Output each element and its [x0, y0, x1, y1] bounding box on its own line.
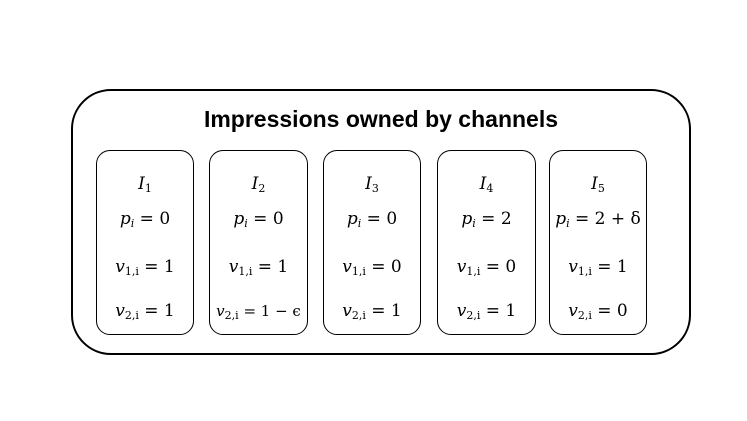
- impression-label: I2: [251, 174, 266, 195]
- impression-label: I1: [138, 174, 152, 195]
- value-channel-2-row: v2,i = 1: [456, 301, 517, 322]
- value-channel-1-row: v1,i = 0: [342, 257, 402, 278]
- channels-container: [71, 89, 691, 355]
- diagram-title: Impressions owned by channels: [203, 106, 559, 132]
- price-row: pi = 2: [461, 209, 512, 230]
- impression-label: I4: [479, 174, 494, 195]
- price-row: pi = 2 + δ: [555, 209, 641, 230]
- value-channel-1-row: v1,i = 1: [115, 257, 175, 278]
- value-channel-2-row: v2,i = 0: [568, 301, 628, 322]
- value-channel-2-row: v2,i = 1: [342, 301, 402, 322]
- impression-card-5: I5 pi = 2 + δ v1,i = 1 v2,i = 0: [549, 150, 647, 335]
- value-channel-1-row: v1,i = 1: [228, 257, 289, 278]
- price-row: pi = 0: [233, 209, 284, 230]
- value-channel-2-row: v2,i = 1: [115, 301, 175, 322]
- value-channel-1-row: v1,i = 1: [568, 257, 628, 278]
- impression-label: I3: [365, 174, 379, 195]
- impression-card-4: I4 pi = 2 v1,i = 0 v2,i = 1: [437, 150, 536, 335]
- impression-card-1: I1 pi = 0 v1,i = 1 v2,i = 1: [96, 150, 194, 335]
- value-channel-2-row: v2,i = 1 − ϵ: [216, 302, 301, 322]
- price-row: pi = 0: [119, 209, 171, 230]
- impression-card-3: I3 pi = 0 v1,i = 0 v2,i = 1: [323, 150, 421, 335]
- impression-card-2: I2 pi = 0 v1,i = 1 v2,i = 1 − ϵ: [209, 150, 308, 335]
- price-row: pi = 0: [346, 209, 398, 230]
- impression-label: I5: [591, 174, 605, 195]
- value-channel-1-row: v1,i = 0: [456, 257, 517, 278]
